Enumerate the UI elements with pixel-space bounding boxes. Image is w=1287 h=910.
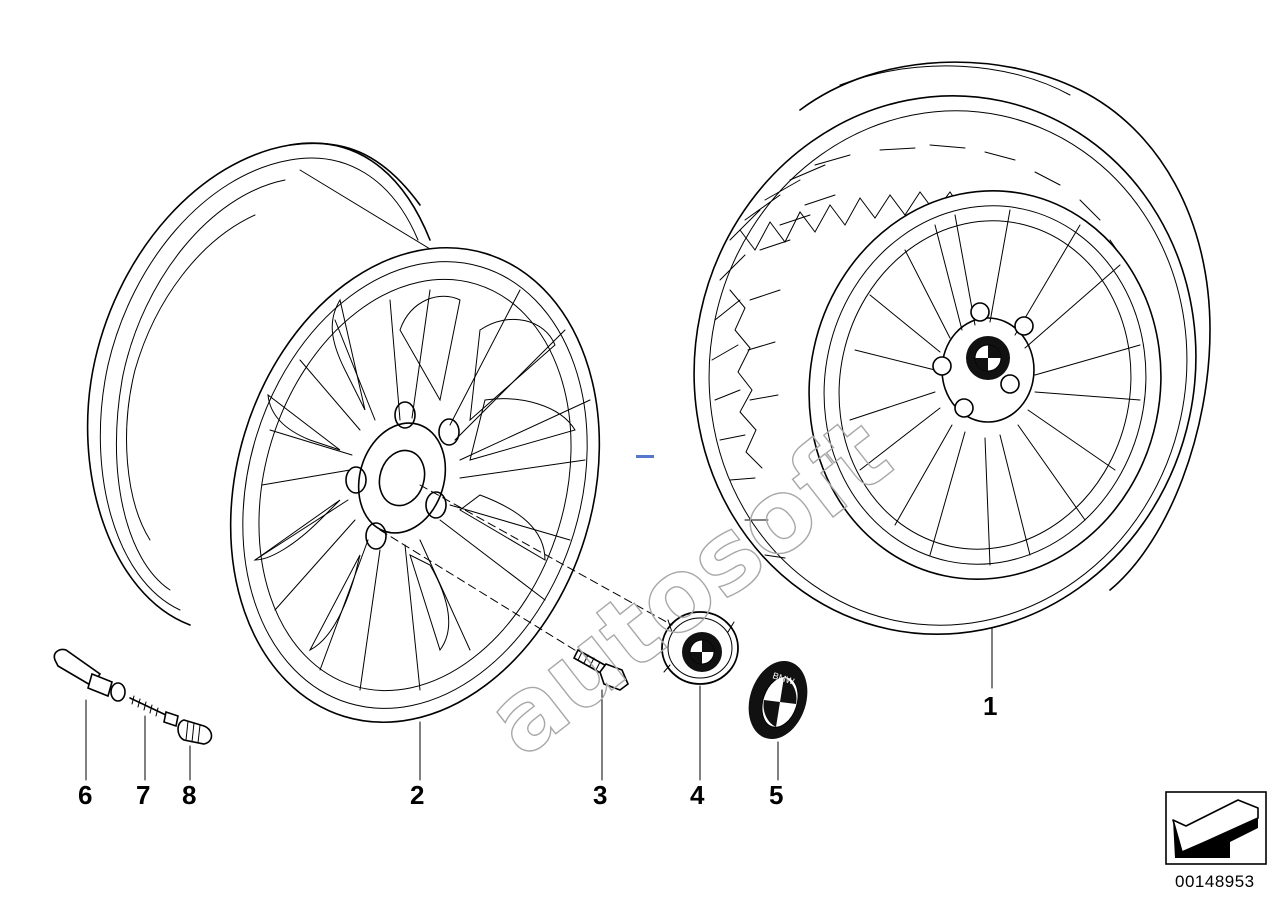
diagram-id: 00148953 — [1175, 872, 1255, 891]
callout-1: 1 — [983, 691, 997, 721]
complete-wheel-with-tyre[interactable] — [644, 49, 1245, 681]
callout-3: 3 — [593, 780, 607, 810]
watermark-dash — [636, 455, 654, 458]
callout-7: 7 — [136, 780, 150, 810]
hub-cap[interactable] — [661, 611, 739, 685]
hub-emblem-icon — [966, 336, 1010, 380]
light-alloy-rim[interactable] — [86, 142, 656, 768]
valve-insert[interactable] — [129, 695, 179, 728]
valve-body[interactable] — [53, 648, 126, 702]
callout-4: 4 — [690, 780, 705, 810]
direction-arrow-icon — [1165, 791, 1267, 865]
leader-lines — [85, 627, 993, 781]
valve-cap[interactable] — [177, 719, 213, 745]
callout-2: 2 — [410, 780, 424, 810]
callout-6: 6 — [78, 780, 92, 810]
callout-8: 8 — [182, 780, 196, 810]
bmw-emblem[interactable]: BMW — [739, 653, 817, 746]
wheel-bolt[interactable] — [572, 648, 629, 691]
callout-5: 5 — [769, 780, 783, 810]
assembly-guide-lines — [379, 484, 673, 653]
